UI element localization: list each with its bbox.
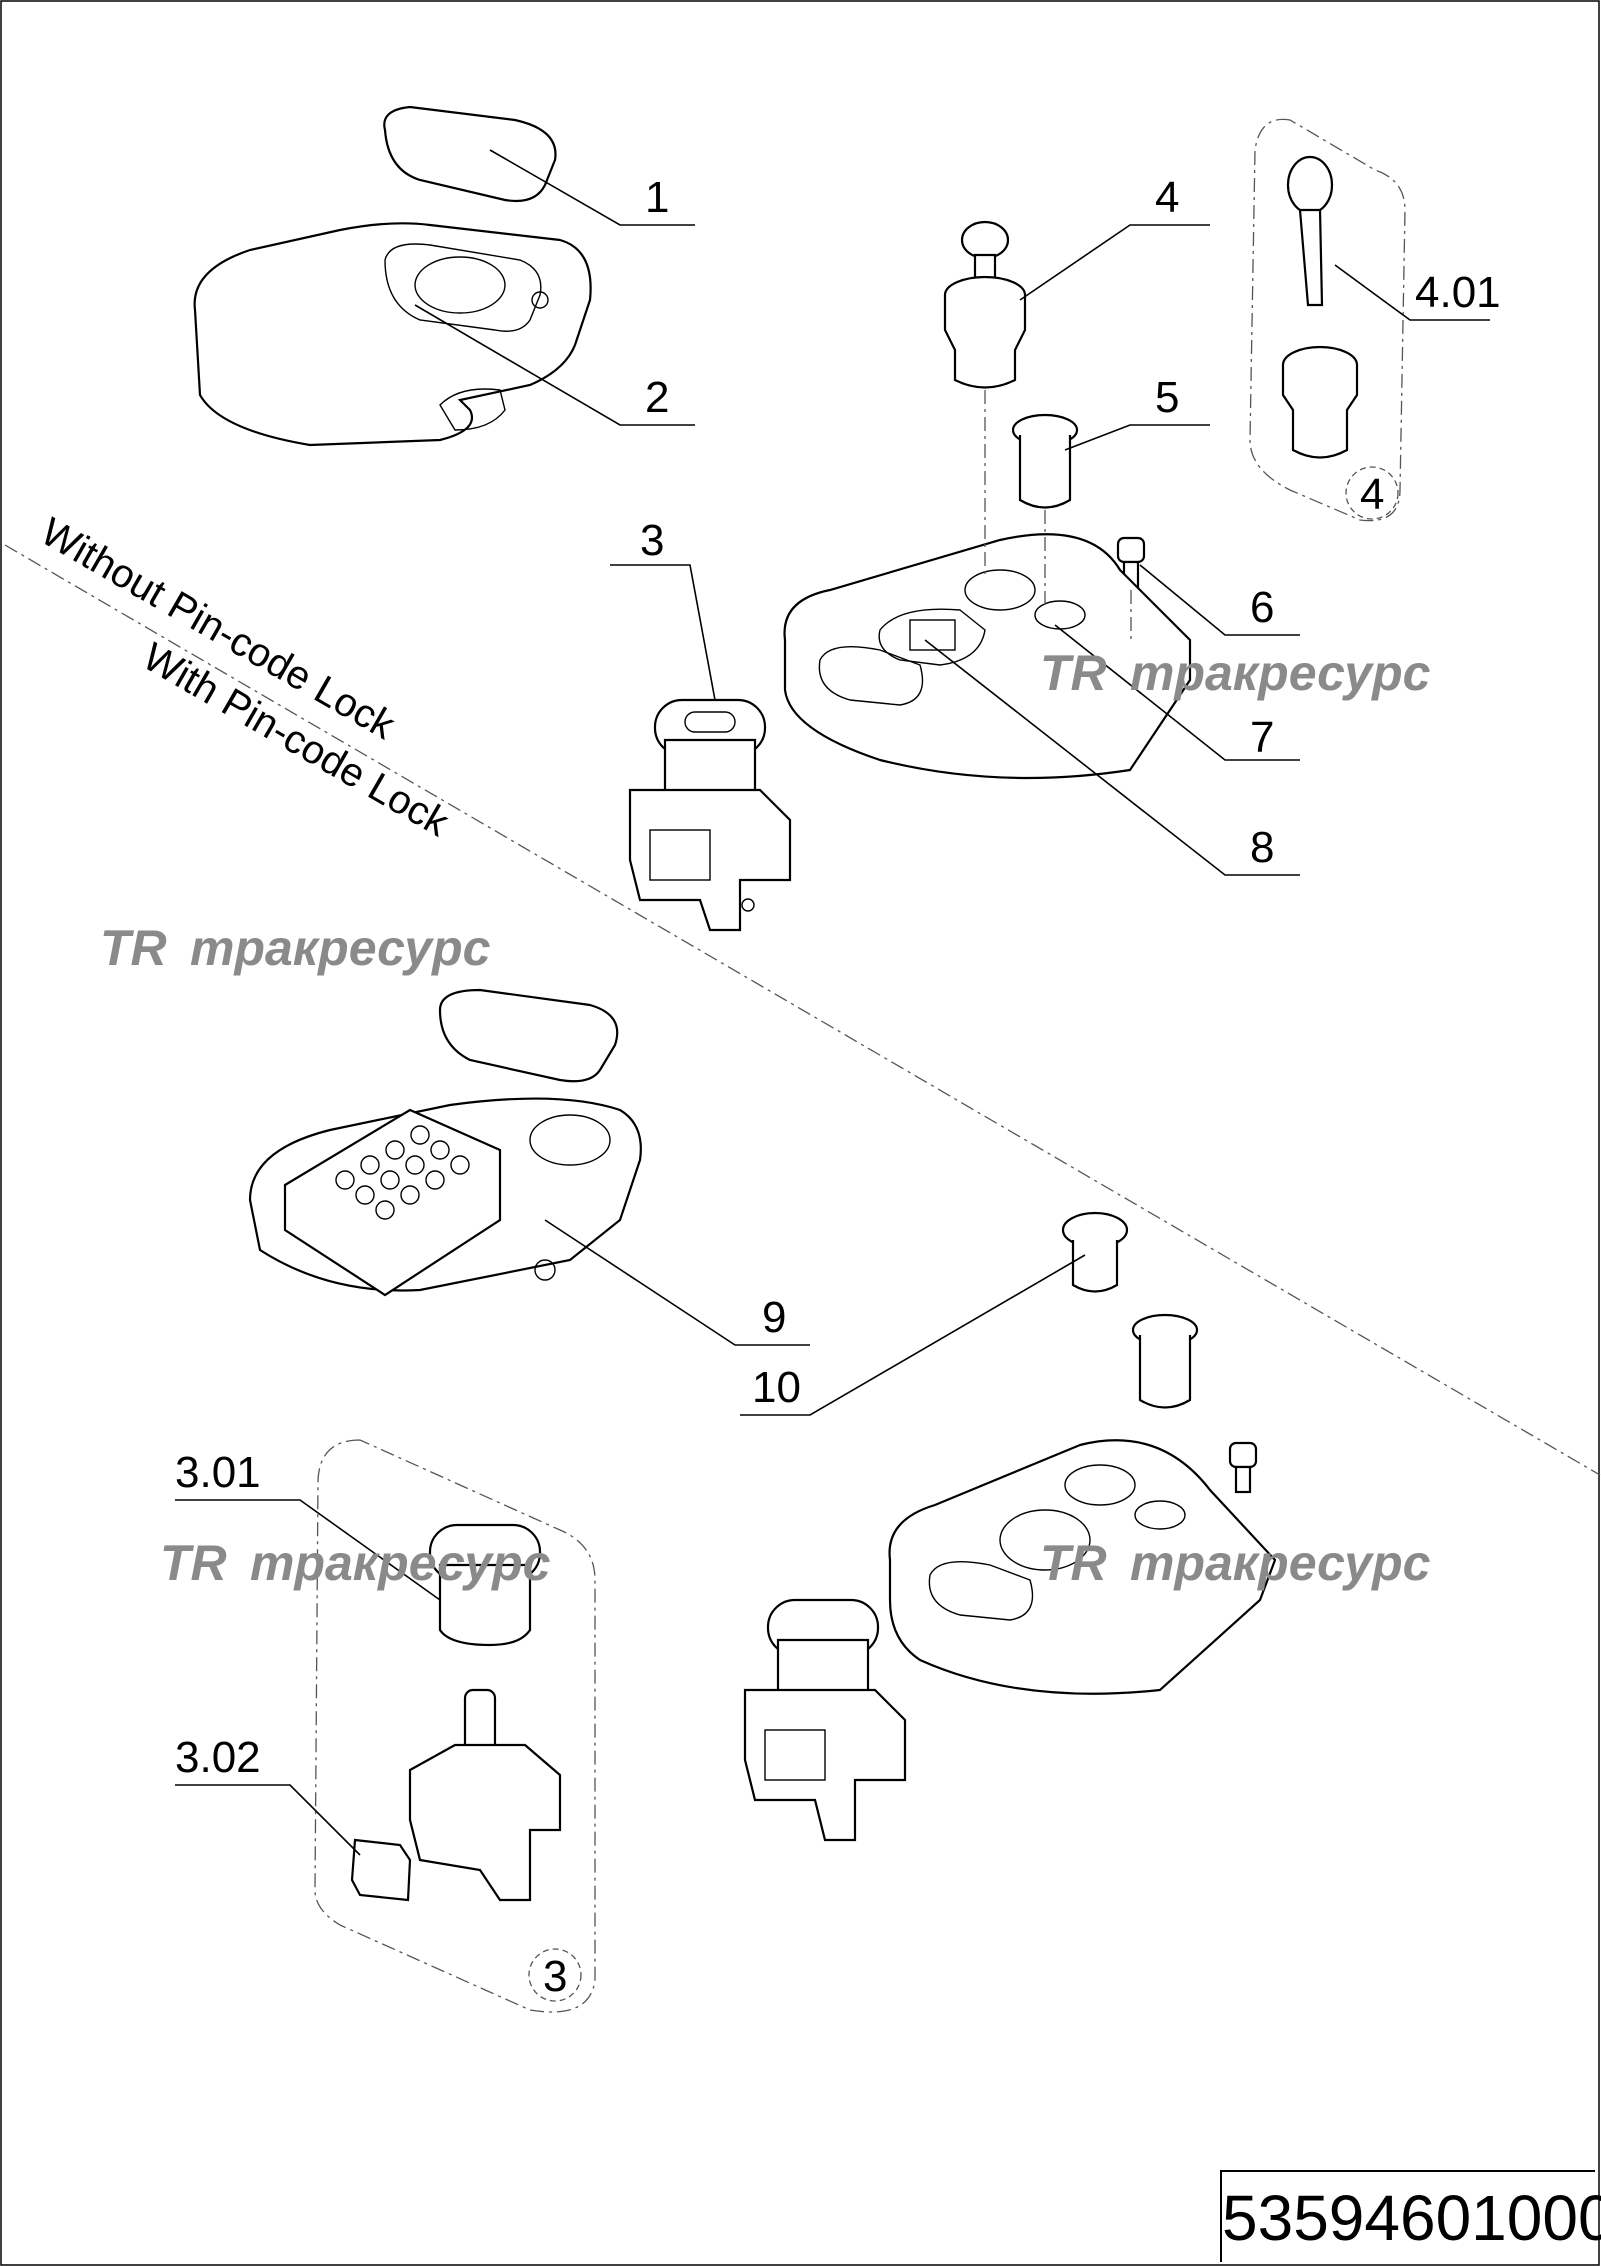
part-5-cap (1011, 413, 1079, 509)
svg-text:TR: TR (160, 1535, 227, 1591)
callout-3-02: 3.02 (175, 1733, 261, 1782)
pin-pad-cover (438, 988, 619, 1083)
callout-10: 10 (752, 1363, 801, 1412)
watermark: TR тракресурс (160, 1535, 551, 1591)
callout-5: 5 (1155, 373, 1179, 422)
group-marker-4: 4 (1345, 466, 1399, 520)
svg-text:TR: TR (1040, 1535, 1107, 1591)
svg-text:тракресурс: тракресурс (1130, 645, 1431, 701)
part-2-housing (193, 222, 592, 447)
callout-2: 2 (645, 373, 669, 422)
callout-6: 6 (1250, 583, 1274, 632)
svg-text:тракресурс: тракресурс (250, 1535, 551, 1591)
cap-lower (1131, 1313, 1199, 1409)
watermark: TR тракресурс (1040, 645, 1431, 701)
callout-9: 9 (762, 1293, 786, 1342)
group-4-outline (1249, 118, 1406, 522)
svg-text:TR: TR (100, 920, 167, 976)
svg-text:4: 4 (1360, 470, 1384, 519)
part-3-switch (628, 698, 792, 932)
part-1-cover-pad (383, 105, 557, 203)
switch-body (408, 1688, 562, 1902)
part-4-lock-cylinder (943, 220, 1027, 389)
svg-text:тракресурс: тракресурс (190, 920, 491, 976)
watermark: TR тракресурс (100, 920, 491, 976)
part-10-bushing (1061, 1211, 1129, 1293)
svg-text:TR: TR (1040, 645, 1107, 701)
screw-lower (1228, 1441, 1258, 1494)
keypad-buttons (335, 1125, 470, 1220)
part-4-01-key (1281, 155, 1359, 459)
section-divider (4, 544, 1601, 1476)
svg-text:3: 3 (543, 1952, 567, 2001)
leader-lines (175, 149, 1490, 1856)
switch-lower (743, 1598, 907, 1842)
part-9-keypad-housing (248, 1097, 642, 1297)
svg-text:тракресурс: тракресурс (1130, 1535, 1431, 1591)
group-marker-3: 3 (528, 1948, 582, 2002)
callout-8: 8 (1250, 823, 1274, 872)
callout-3-01: 3.01 (175, 1448, 261, 1497)
callout-7: 7 (1250, 713, 1274, 762)
document-number: 535946010003 (1220, 2170, 1601, 2262)
callout-4-01: 4.01 (1415, 268, 1501, 317)
callout-3: 3 (640, 516, 664, 565)
callout-4: 4 (1155, 173, 1179, 222)
base-plate-lower (888, 1439, 1277, 1695)
part-3-01-switch-top (428, 1523, 542, 1647)
callout-1: 1 (645, 173, 669, 222)
watermark: TR тракресурс (1040, 1535, 1431, 1591)
part-7-base-plate (783, 533, 1192, 780)
part-3-02-button-cap (350, 1838, 412, 1902)
